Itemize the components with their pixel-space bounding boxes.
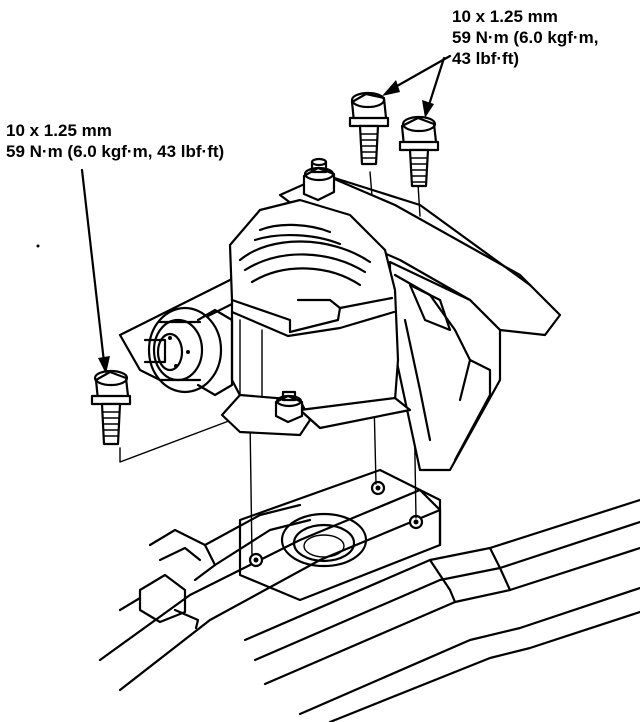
- frame-mount-pad: [238, 468, 442, 602]
- torque-callout-upper-bolts: 10 x 1.25 mm 59 N·m (6.0 kgf·m, 43 lbf·f…: [452, 6, 598, 69]
- callout-upper-torque-spec: 59 N·m (6.0 kgf·m,: [452, 28, 599, 47]
- mount-stud: [143, 306, 234, 397]
- callout-left-thread-spec: 10 x 1.25 mm: [6, 121, 112, 140]
- top-nut: [302, 157, 336, 202]
- bolt-left: [90, 369, 132, 446]
- stray-dot: [36, 244, 40, 248]
- bolt-upper-2: [398, 115, 440, 188]
- flange-nut: [274, 390, 304, 424]
- leader-arrow-left: [80, 168, 110, 374]
- harness-clip: [118, 503, 312, 630]
- callout-upper-torque-lbf: 43 lbf·ft): [452, 49, 520, 68]
- frame-rail: [98, 488, 640, 722]
- leader-arrow-top-2: [422, 56, 446, 118]
- bolt-upper-1: [348, 91, 390, 166]
- callout-left-torque-spec: 59 N·m (6.0 kgf·m, 43 lbf·ft): [6, 142, 225, 161]
- leader-arrow-top-1: [382, 54, 452, 96]
- lower-bolt-holes: [248, 480, 424, 568]
- torque-callout-left-bolt: 10 x 1.25 mm 59 N·m (6.0 kgf·m, 43 lbf·f…: [6, 120, 224, 162]
- callout-upper-thread-spec: 10 x 1.25 mm: [452, 7, 558, 26]
